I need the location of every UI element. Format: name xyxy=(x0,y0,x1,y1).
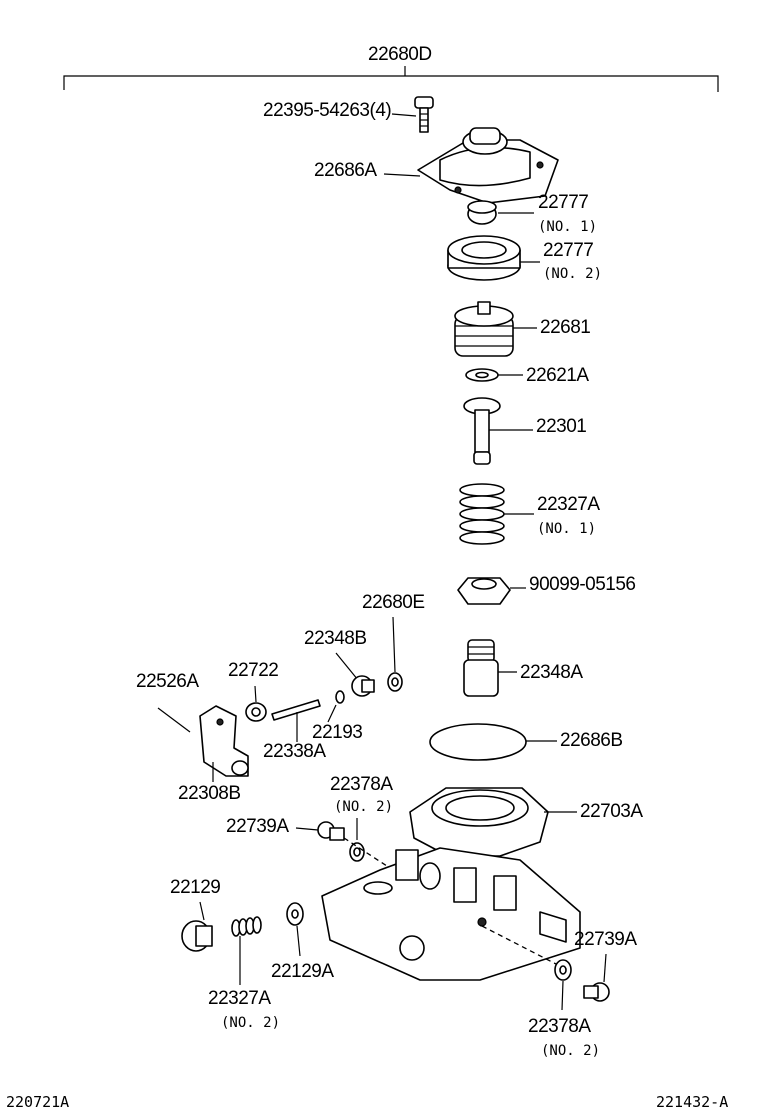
part-label-22722: 22722 xyxy=(228,660,278,681)
washer-icon xyxy=(286,902,304,926)
part-label-22739A-left: 22739A xyxy=(226,816,289,837)
part-label-22308B: 22308B xyxy=(178,783,241,804)
piston-icon xyxy=(454,301,514,357)
part-label-22681: 22681 xyxy=(540,317,590,338)
part-qualifier-22777-1: (NO. 1) xyxy=(538,219,597,235)
part-label-90099-05156: 90099-05156 xyxy=(529,574,636,595)
part-label-22348B: 22348B xyxy=(304,628,367,649)
lever-icon xyxy=(199,705,249,777)
part-label-22395-54263: 22395-54263(4) xyxy=(263,100,391,121)
footer-left-ref: 220721A xyxy=(6,1093,69,1111)
part-label-22193: 22193 xyxy=(312,722,362,743)
plug-icon xyxy=(351,675,375,697)
part-label-22703A: 22703A xyxy=(580,801,643,822)
cap-icon xyxy=(467,200,497,225)
assembly-bracket xyxy=(63,75,719,92)
spring-icon xyxy=(231,916,262,937)
plug-icon xyxy=(181,920,213,952)
bolt-icon xyxy=(414,96,434,133)
part-label-22739A-right: 22739A xyxy=(574,929,637,950)
cover-plate-icon xyxy=(417,127,559,204)
ring-icon xyxy=(447,235,521,281)
gasket-icon xyxy=(429,723,527,761)
part-qualifier-22327A-1: (NO. 1) xyxy=(537,521,596,537)
part-qualifier-22777-2: (NO. 2) xyxy=(543,266,602,282)
assembly-number: 22680D xyxy=(368,44,432,65)
washer-icon xyxy=(554,959,572,981)
part-qualifier-22378A-upper: (NO. 2) xyxy=(334,799,393,815)
bushing-icon xyxy=(245,702,267,722)
part-label-22301: 22301 xyxy=(536,416,586,437)
fitting-icon xyxy=(463,639,499,697)
part-label-22338A: 22338A xyxy=(263,741,326,762)
part-label-22777-1: 22777 xyxy=(538,192,588,213)
part-label-22327A-1: 22327A xyxy=(537,494,600,515)
bolt-icon xyxy=(583,982,610,1002)
part-qualifier-22378A-lower: (NO. 2) xyxy=(541,1043,600,1059)
part-label-22526A: 22526A xyxy=(136,671,199,692)
part-label-22327A-2: 22327A xyxy=(208,988,271,1009)
valve-icon xyxy=(463,397,501,465)
bolt-icon xyxy=(317,821,345,841)
part-label-22686A: 22686A xyxy=(314,160,377,181)
part-label-22348A: 22348A xyxy=(520,662,583,683)
rod-icon xyxy=(271,699,321,721)
part-label-22378A-lower: 22378A xyxy=(528,1016,591,1037)
part-label-22129A: 22129A xyxy=(271,961,334,982)
part-label-22686B: 22686B xyxy=(560,730,623,751)
part-qualifier-22327A-2: (NO. 2) xyxy=(221,1015,280,1031)
washer-icon xyxy=(387,672,403,692)
part-label-22680E: 22680E xyxy=(362,592,425,613)
spring-icon xyxy=(459,483,505,545)
washer-icon xyxy=(465,368,499,382)
part-label-22777-2: 22777 xyxy=(543,240,593,261)
washer-icon xyxy=(349,842,365,862)
nut-icon xyxy=(457,577,511,605)
housing-icon xyxy=(321,787,581,981)
o-ring-icon xyxy=(335,690,345,704)
part-label-22378A-upper: 22378A xyxy=(330,774,393,795)
part-label-22129: 22129 xyxy=(170,877,220,898)
part-label-22621A: 22621A xyxy=(526,365,589,386)
footer-right-ref: 221432-A xyxy=(656,1093,728,1111)
